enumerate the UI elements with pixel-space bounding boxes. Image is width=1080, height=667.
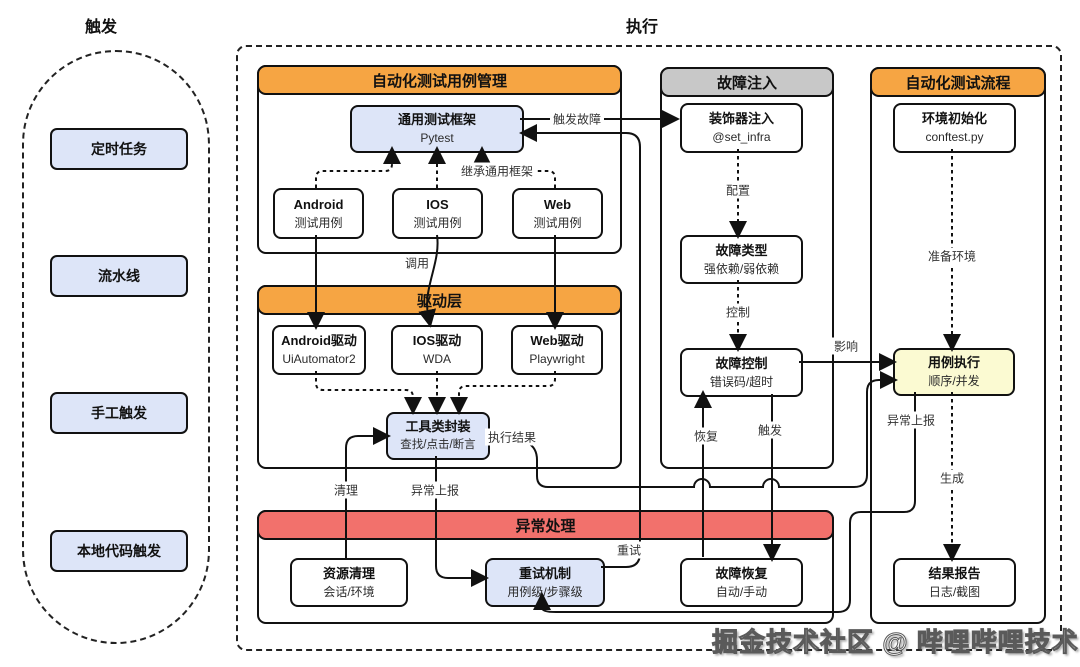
section-fault-injection-header: 故障注入 <box>660 67 834 97</box>
label-control: 控制 <box>722 303 754 321</box>
label-configure: 配置 <box>722 181 754 199</box>
node-fault-type: 故障类型强依赖/弱依赖 <box>680 235 803 284</box>
label-affect: 影响 <box>830 337 862 355</box>
label-exec-result: 执行结果 <box>484 428 540 446</box>
execution-group-outline <box>236 45 1062 651</box>
label-prepare-env: 准备环境 <box>924 247 980 265</box>
section-exception-handling-header: 异常处理 <box>257 510 834 540</box>
trigger-group-outline <box>22 50 210 644</box>
node-scheduled-task: 定时任务 <box>50 128 188 170</box>
label-trigger: 触发 <box>754 421 786 439</box>
watermark-text: 掘金技术社区 @ 哔哩哔哩技术 <box>712 627 1079 658</box>
label-retry: 重试 <box>613 541 645 559</box>
node-retry-mechanism: 重试机制用例级/步骤级 <box>485 558 605 607</box>
section-driver-layer-header: 驱动层 <box>257 285 622 315</box>
node-pipeline: 流水线 <box>50 255 188 297</box>
section-case-management-header: 自动化测试用例管理 <box>257 65 622 95</box>
node-tool-wrapper: 工具类封装查找/点击/断言 <box>386 412 490 460</box>
label-trigger-fault: 触发故障 <box>549 110 605 128</box>
section-test-flow-header: 自动化测试流程 <box>870 67 1046 97</box>
node-fault-recovery: 故障恢复自动/手动 <box>680 558 803 607</box>
label-exception-report-right: 异常上报 <box>883 411 939 429</box>
node-local-code-trigger: 本地代码触发 <box>50 530 188 572</box>
label-generate: 生成 <box>936 469 968 487</box>
node-fault-control: 故障控制错误码/超时 <box>680 348 803 397</box>
node-resource-cleanup: 资源清理会话/环境 <box>290 558 408 607</box>
label-exception-report-left: 异常上报 <box>407 481 463 499</box>
label-recover: 恢复 <box>690 427 722 445</box>
node-result-report: 结果报告日志/截图 <box>893 558 1016 607</box>
label-inherit-framework: 继承通用框架 <box>457 162 537 180</box>
execution-column-title: 执行 <box>625 19 659 36</box>
node-manual-trigger: 手工触发 <box>50 392 188 434</box>
label-cleanup: 清理 <box>330 481 362 499</box>
node-case-execution: 用例执行顺序/并发 <box>893 348 1015 396</box>
label-invoke: 调用 <box>401 254 433 272</box>
trigger-column-title: 触发 <box>84 19 118 36</box>
node-decorator-inject: 装饰器注入@set_infra <box>680 103 803 153</box>
